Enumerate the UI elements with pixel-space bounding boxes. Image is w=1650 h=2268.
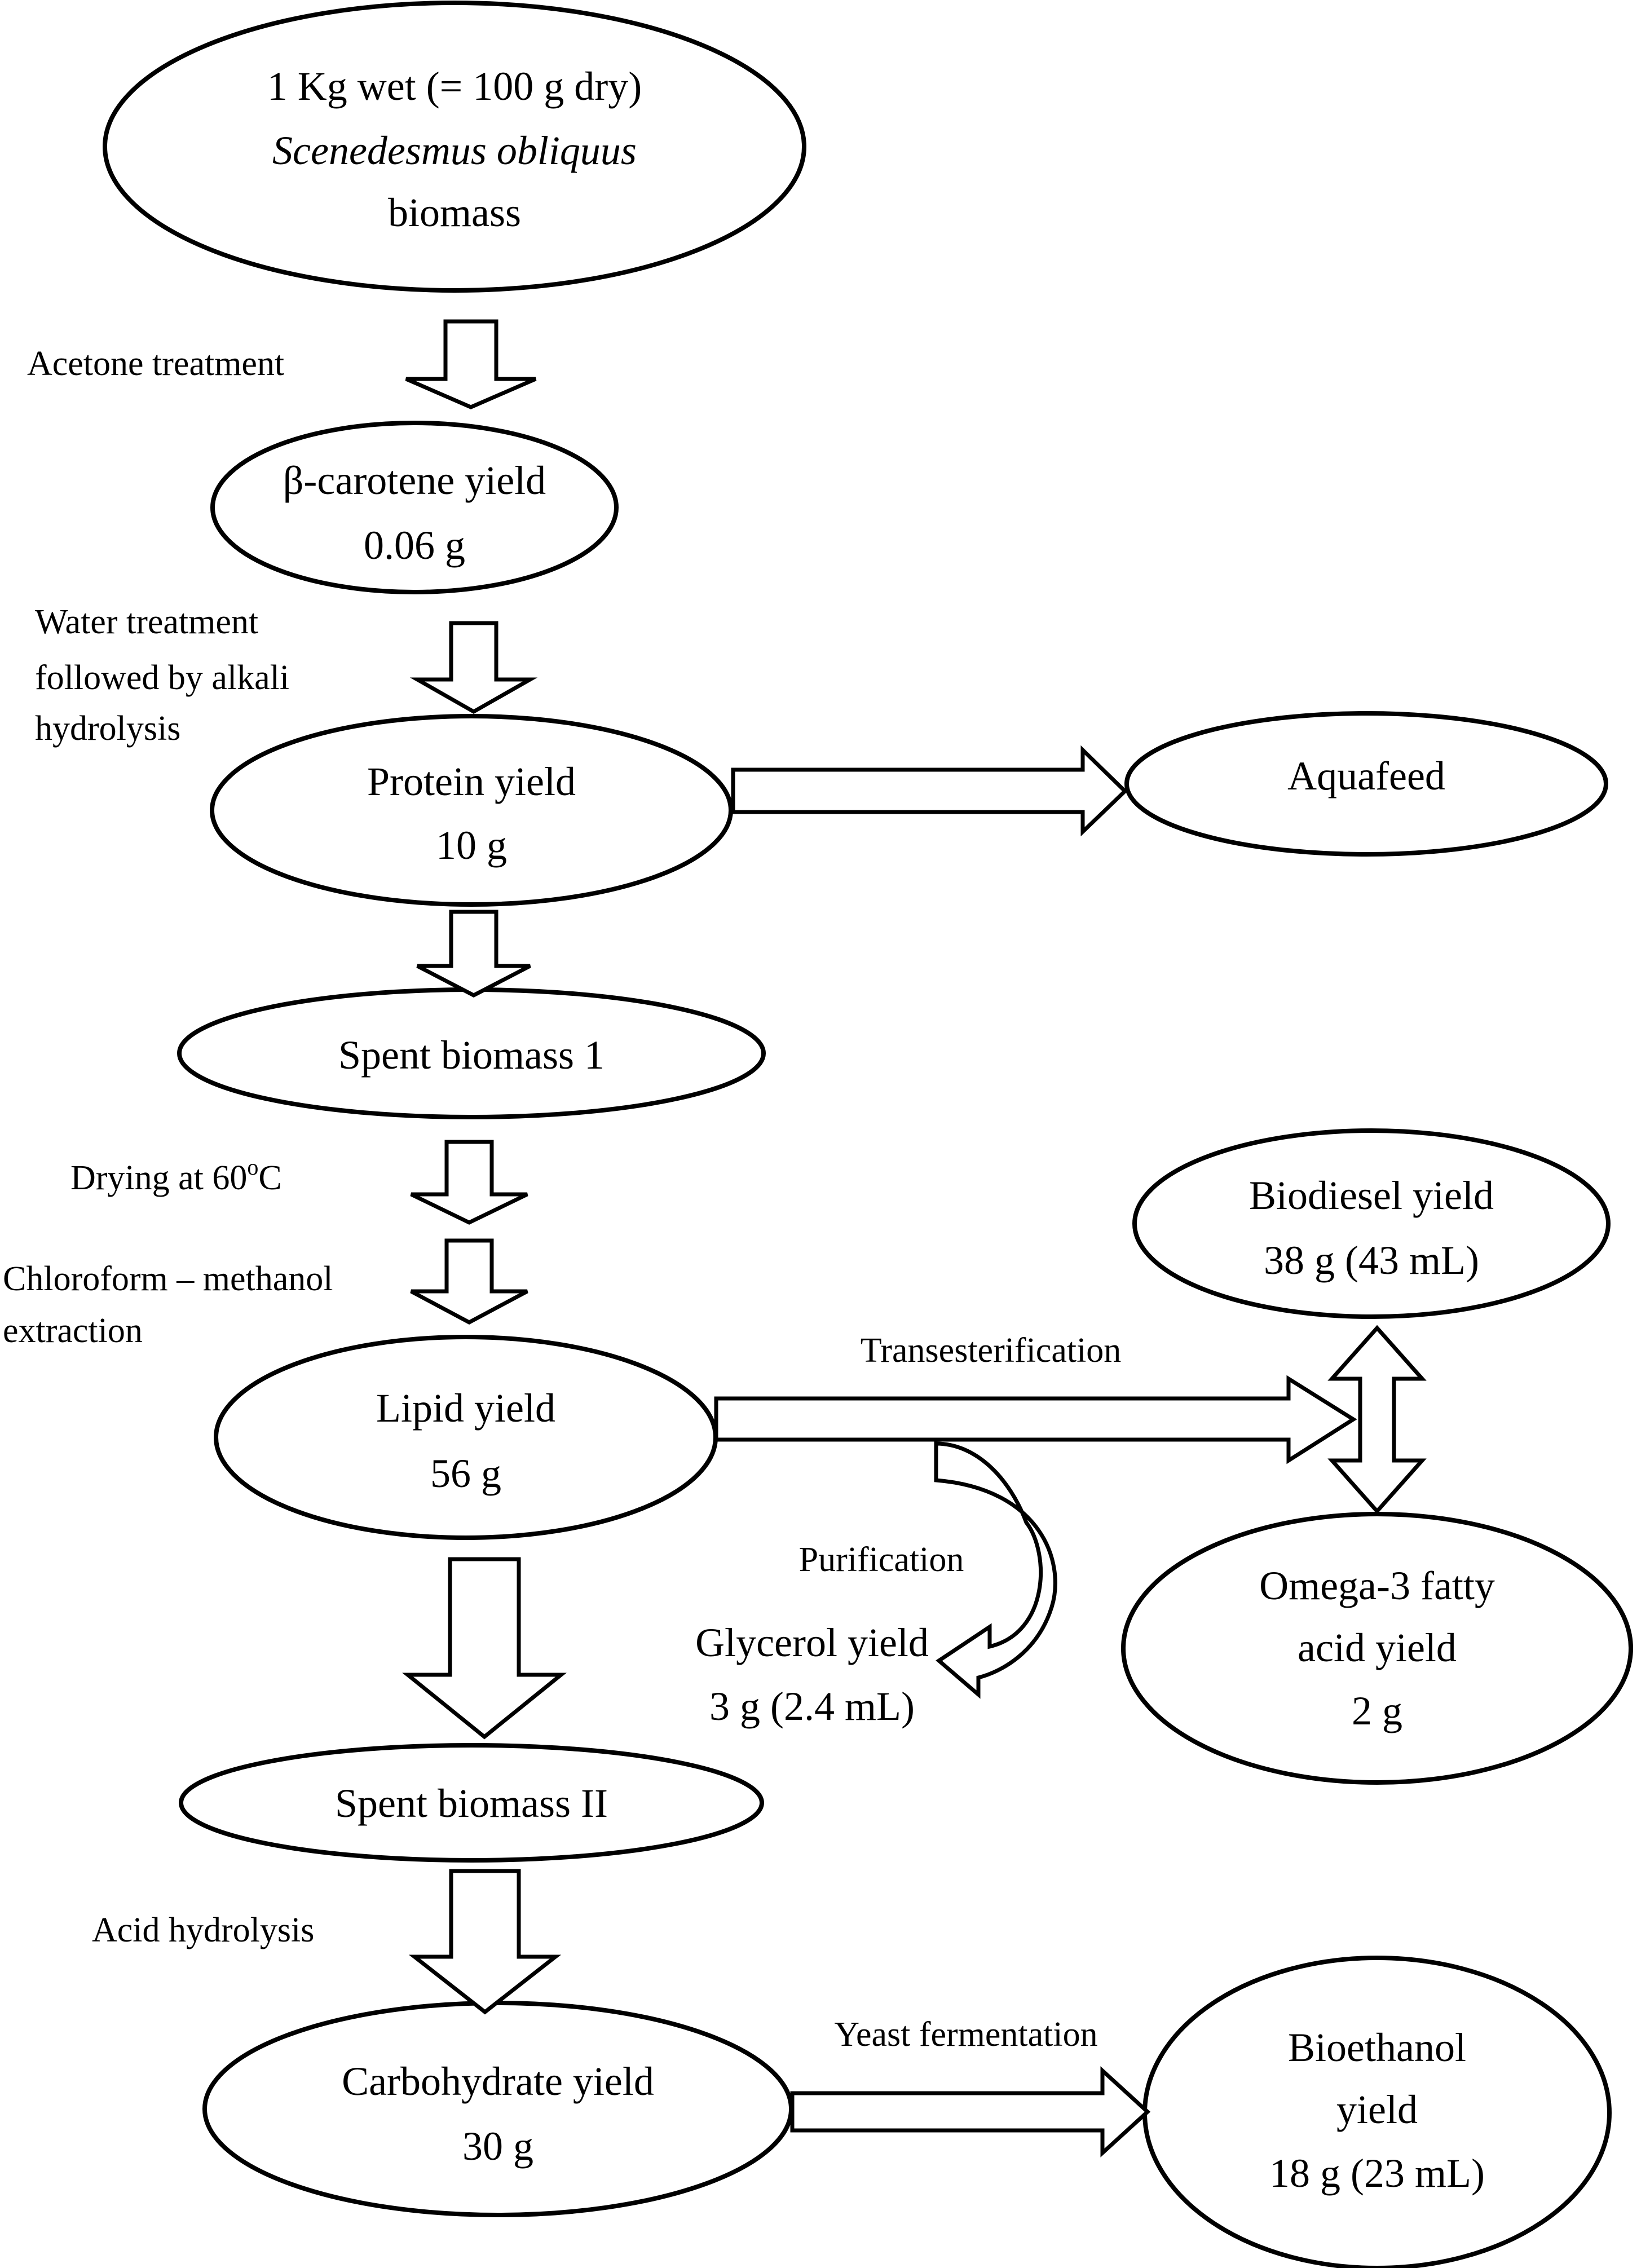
arrow-spent1-to-drying	[410, 1140, 528, 1225]
node-omega3-line1: Omega-3 fatty	[1259, 1563, 1495, 1608]
edge-purification-label: Purification	[799, 1541, 964, 1579]
node-protein-line1: Protein yield	[367, 759, 576, 804]
edge-water-line2: followed by alkali	[35, 659, 289, 697]
node-bioethanol-line2: yield	[1336, 2087, 1418, 2132]
edge-drying-degree: o	[247, 1154, 258, 1180]
node-bioethanol: Bioethanol yield 18 g (23 mL)	[1142, 1956, 1612, 2268]
node-glycerol-line1: Glycerol yield	[695, 1620, 929, 1665]
node-carbohydrate: Carbohydrate yield 30 g	[202, 2001, 793, 2217]
node-biodiesel: Biodiesel yield 38 g (43 mL)	[1132, 1128, 1611, 1319]
node-glycerol-line2: 3 g (2.4 mL)	[709, 1684, 915, 1729]
node-omega3: Omega-3 fatty acid yield 2 g	[1121, 1512, 1633, 1785]
arrow-lipid-to-spent2	[402, 1557, 567, 1740]
node-lipid-line2: 56 g	[430, 1451, 501, 1496]
arrow-protein-to-aquafeed	[731, 745, 1128, 837]
node-biomass-species: Scenedesmus obliquus	[272, 128, 637, 173]
node-spent-biomass-1: Spent biomass 1	[177, 987, 766, 1119]
edge-drying-label: Drying at 60oC	[70, 1154, 282, 1197]
node-aquafeed-label: Aquafeed	[1287, 753, 1445, 798]
edge-acid-label: Acid hydrolysis	[92, 1911, 314, 1949]
edge-yeast-label: Yeast fermentation	[834, 2015, 1097, 2054]
edge-drying-unit: C	[258, 1159, 281, 1197]
arrow-biodiesel-omega3-double	[1327, 1325, 1427, 1515]
node-lipid: Lipid yield 56 g	[214, 1335, 718, 1540]
arrow-lipid-to-products	[714, 1375, 1357, 1464]
node-carotene-line2: 0.06 g	[364, 523, 465, 568]
arrow-spent2-to-carbohydrate	[408, 1869, 562, 2015]
node-biomass-line3: biomass	[388, 190, 521, 235]
node-carotene: β-carotene yield 0.06 g	[210, 421, 619, 594]
arrow-biomass-to-carotene	[405, 319, 537, 409]
node-biomass: 1 Kg wet (= 100 g dry) Scenedesmus obliq…	[103, 1, 806, 293]
node-spent-biomass-2-label: Spent biomass II	[335, 1781, 608, 1826]
arrow-carbohydrate-to-bioethanol	[790, 2066, 1151, 2157]
edge-water-line1: Water treatment	[35, 603, 258, 641]
node-biodiesel-line1: Biodiesel yield	[1249, 1173, 1494, 1218]
arrow-drying-to-lipid	[410, 1238, 528, 1325]
edge-drying-text: Drying at 60	[70, 1159, 247, 1197]
node-aquafeed: Aquafeed	[1124, 711, 1608, 857]
edge-chloroform-line2: extraction	[3, 1312, 143, 1350]
edge-acetone-label: Acetone treatment	[27, 345, 284, 383]
node-spent-biomass-1-label: Spent biomass 1	[338, 1032, 605, 1078]
arrow-protein-to-spent1	[416, 910, 531, 998]
node-lipid-line1: Lipid yield	[376, 1385, 555, 1431]
node-omega3-line2: acid yield	[1298, 1625, 1457, 1670]
node-bioethanol-line3: 18 g (23 mL)	[1269, 2151, 1485, 2196]
node-biodiesel-line2: 38 g (43 mL)	[1264, 1238, 1479, 1283]
node-carotene-line1: β-carotene yield	[283, 458, 546, 503]
node-carbohydrate-line1: Carbohydrate yield	[342, 2059, 654, 2104]
edge-chloroform-line1: Chloroform – methanol	[3, 1260, 333, 1298]
node-carbohydrate-line2: 30 g	[462, 2124, 533, 2169]
arrow-carotene-to-protein	[409, 621, 538, 714]
node-spent-biomass-2: Spent biomass II	[179, 1743, 764, 1863]
node-protein: Protein yield 10 g	[210, 714, 733, 907]
edge-transesterification-label: Transesterification	[861, 1331, 1122, 1370]
node-omega3-line3: 2 g	[1352, 1688, 1402, 1733]
edge-water-line3: hydrolysis	[35, 709, 180, 748]
node-protein-line2: 10 g	[436, 823, 507, 868]
arrow-lipid-to-glycerol-curved	[934, 1441, 1057, 1699]
node-bioethanol-line1: Bioethanol	[1288, 2025, 1466, 2070]
node-biomass-line1: 1 Kg wet (= 100 g dry)	[267, 64, 642, 109]
